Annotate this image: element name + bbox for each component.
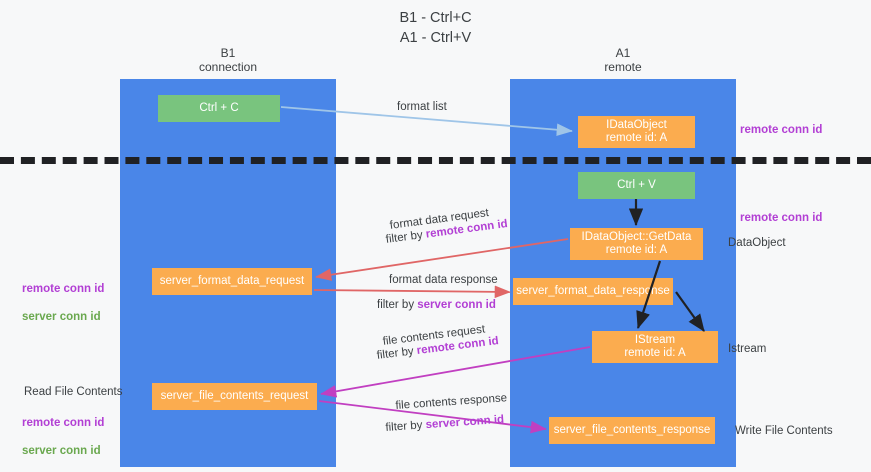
annotation-left-conn-ids-bottom: remote conn id server conn id bbox=[22, 402, 104, 472]
arrow-getdata-to-istream bbox=[636, 260, 662, 330]
edge-label-format-data-response-filter: filter by server conn id bbox=[377, 298, 496, 312]
edge-label-format-list: format list bbox=[397, 101, 447, 113]
arrow-format-list bbox=[280, 106, 573, 137]
annotation-remote-conn-id-top: remote conn id bbox=[740, 124, 823, 136]
arrow-format-data-response bbox=[313, 285, 511, 299]
arrow-format-response-to-istream bbox=[675, 291, 705, 332]
node-server-format-data-request[interactable]: server_format_data_request bbox=[152, 268, 312, 295]
annotation-write-file-contents: Write File Contents bbox=[735, 425, 833, 437]
node-istream[interactable]: IStream remote id: A bbox=[592, 331, 718, 363]
annotation-left-remote-conn-id: remote conn id bbox=[22, 417, 105, 429]
server-conn-id-text: server conn id bbox=[417, 299, 496, 311]
node-server-file-contents-request[interactable]: server_file_contents_request bbox=[152, 383, 317, 410]
node-idataobject[interactable]: IDataObject remote id: A bbox=[578, 116, 695, 148]
arrow-file-contents-request bbox=[320, 346, 591, 398]
lane-header-a1: A1 remote bbox=[604, 46, 642, 74]
node-idataobject-getdata[interactable]: IDataObject::GetData remote id: A bbox=[570, 228, 703, 260]
annotation-data-object: DataObject bbox=[728, 237, 786, 249]
filter-by-text: filter by bbox=[377, 299, 418, 311]
edge-label-format-data-response: format data response bbox=[389, 274, 498, 286]
annotation-istream: Istream bbox=[728, 343, 767, 355]
annotation-left-remote-conn-id: remote conn id bbox=[22, 283, 105, 295]
annotation-read-file-contents: Read File Contents bbox=[24, 386, 123, 398]
arrow-file-contents-response bbox=[318, 400, 547, 434]
node-ctrl-c[interactable]: Ctrl + C bbox=[158, 95, 280, 122]
phase-divider bbox=[0, 157, 871, 164]
annotation-left-server-conn-id: server conn id bbox=[22, 311, 101, 323]
annotation-remote-conn-id-mid: remote conn id bbox=[740, 212, 823, 224]
node-server-format-data-response[interactable]: server_format_data_response bbox=[513, 278, 673, 305]
node-server-file-contents-response[interactable]: server_file_contents_response bbox=[549, 417, 715, 444]
lane-header-b1: B1 connection bbox=[198, 46, 258, 74]
annotation-left-server-conn-id: server conn id bbox=[22, 445, 101, 457]
annotation-left-conn-ids-top: remote conn id server conn id bbox=[22, 268, 104, 338]
diagram-title: B1 - Ctrl+C A1 - Ctrl+V bbox=[399, 10, 472, 46]
node-ctrl-v[interactable]: Ctrl + V bbox=[578, 172, 695, 199]
arrow-format-data-request bbox=[315, 238, 569, 281]
filter-by-text: filter by bbox=[385, 419, 427, 434]
